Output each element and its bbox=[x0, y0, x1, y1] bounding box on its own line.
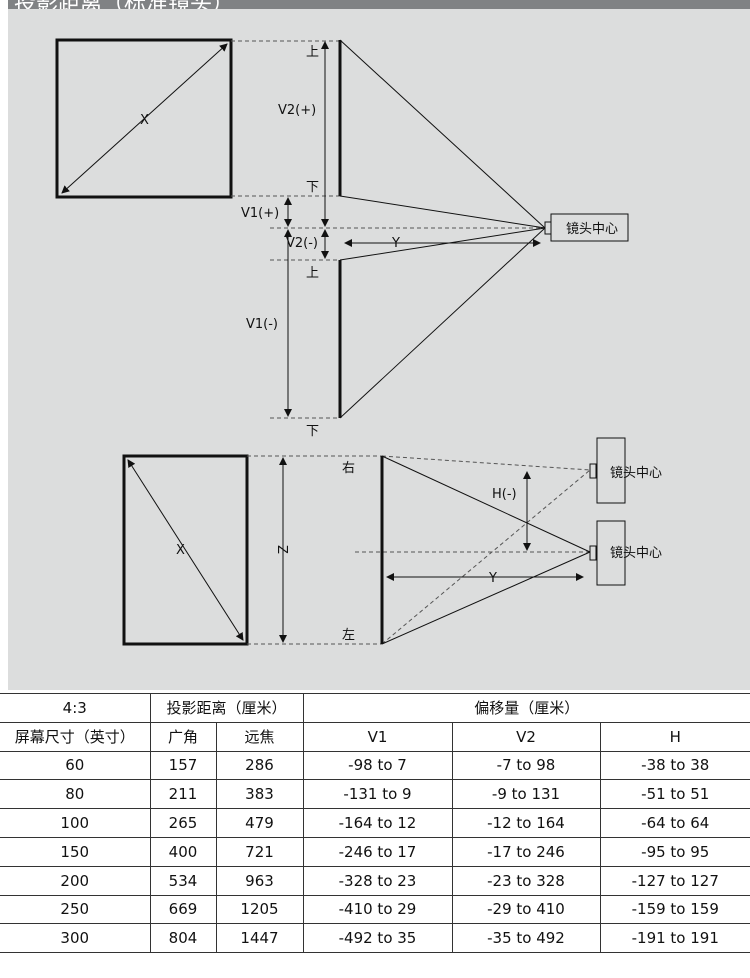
table-cell: -23 to 328 bbox=[451, 865, 601, 896]
table-cell: -159 to 159 bbox=[599, 894, 750, 925]
table-cell: 265 bbox=[149, 808, 217, 838]
table-cell: 963 bbox=[215, 865, 304, 896]
table-cell: -95 to 95 bbox=[599, 836, 750, 867]
table-cell: -7 to 98 bbox=[451, 750, 601, 781]
svg-text:镜头中心: 镜头中心 bbox=[566, 222, 618, 237]
table-cell: 157 bbox=[149, 750, 217, 781]
table-cell: -131 to 9 bbox=[302, 779, 453, 810]
table-cell: -29 to 410 bbox=[451, 894, 601, 925]
table-cell: 721 bbox=[215, 836, 304, 867]
svg-text:Y: Y bbox=[391, 236, 400, 251]
table-cell: 383 bbox=[215, 779, 304, 810]
table-cell: -492 to 35 bbox=[302, 923, 453, 954]
table-cell: 479 bbox=[215, 808, 304, 838]
svg-text:镜头中心: 镜头中心 bbox=[610, 546, 662, 561]
svg-text:H(-): H(-) bbox=[492, 487, 517, 502]
table-cell: 100 bbox=[0, 808, 151, 838]
section-title: 投影距离（标准镜头） bbox=[14, 0, 234, 9]
table-cell: -51 to 51 bbox=[599, 779, 750, 810]
table-cell: -9 to 131 bbox=[451, 779, 601, 810]
table-cell: 669 bbox=[149, 894, 217, 925]
table-cell: 60 bbox=[0, 750, 151, 781]
table-cell: -164 to 12 bbox=[302, 808, 453, 838]
table-cell: -328 to 23 bbox=[302, 865, 453, 896]
table-cell: -35 to 492 bbox=[451, 923, 601, 954]
table-cell: 804 bbox=[149, 923, 217, 954]
svg-text:左: 左 bbox=[342, 628, 355, 643]
svg-text:镜头中心: 镜头中心 bbox=[610, 466, 662, 481]
projection-diagram: X 上 V2(+) 下 V1(+) V2(-) Y 上 V1(-) 下 镜头中心… bbox=[55, 38, 662, 646]
table-cell: -246 to 17 bbox=[302, 836, 453, 867]
table-cell: 211 bbox=[149, 779, 217, 810]
table-cell: 286 bbox=[215, 750, 304, 781]
svg-text:下: 下 bbox=[306, 180, 319, 195]
section-header: 投影距离（标准镜头） bbox=[8, 0, 750, 9]
svg-text:下: 下 bbox=[306, 424, 319, 439]
screen-rect-top bbox=[55, 38, 233, 199]
table-cell: -17 to 246 bbox=[451, 836, 601, 867]
svg-text:V2(+): V2(+) bbox=[278, 103, 316, 118]
table-cell: 200 bbox=[0, 865, 151, 896]
table-cell: -98 to 7 bbox=[302, 750, 453, 781]
table-cell: -127 to 127 bbox=[599, 865, 750, 896]
svg-text:Y: Y bbox=[488, 571, 497, 586]
table-cell: -191 to 191 bbox=[599, 923, 750, 954]
table-cell: 400 bbox=[149, 836, 217, 867]
svg-text:上: 上 bbox=[306, 45, 319, 60]
svg-text:V1(+): V1(+) bbox=[241, 206, 279, 221]
svg-text:X: X bbox=[140, 113, 149, 128]
table-cell: 250 bbox=[0, 894, 151, 925]
svg-text:V2(-): V2(-) bbox=[286, 236, 318, 251]
svg-text:X: X bbox=[176, 543, 185, 558]
table-cell: 1205 bbox=[215, 894, 304, 925]
table-header-row: 4:3 投影距离（厘米） 偏移量（厘米） bbox=[0, 693, 750, 723]
table-cell: -64 to 64 bbox=[599, 808, 750, 838]
svg-text:右: 右 bbox=[342, 461, 355, 476]
table-cell: -12 to 164 bbox=[451, 808, 601, 838]
svg-text:Z: Z bbox=[274, 545, 289, 554]
table-cell: -410 to 29 bbox=[302, 894, 453, 925]
svg-text:V1(-): V1(-) bbox=[246, 317, 278, 332]
table-cell: -38 to 38 bbox=[599, 750, 750, 781]
table-cell: 534 bbox=[149, 865, 217, 896]
table-cell: 80 bbox=[0, 779, 151, 810]
table-cell: 1447 bbox=[215, 923, 304, 954]
table-cell: 300 bbox=[0, 923, 151, 954]
table-cell: 150 bbox=[0, 836, 151, 867]
svg-text:上: 上 bbox=[306, 266, 319, 281]
